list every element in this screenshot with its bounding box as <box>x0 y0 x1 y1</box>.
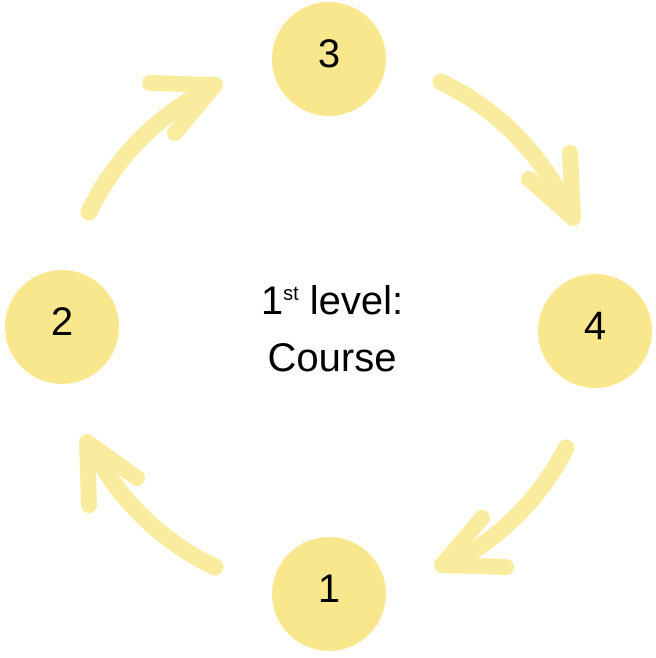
arrow-3-to-4 <box>432 73 581 226</box>
arrow-4-to-1 <box>434 439 575 575</box>
arrow-2-to-3-shaft <box>80 85 209 221</box>
arrow-1-to-2 <box>79 434 224 576</box>
caption-line-2: Course <box>267 336 397 380</box>
arrow-2-to-3 <box>80 75 223 221</box>
caption-ordinal-number: 1 <box>260 279 284 323</box>
node-2-label: 2 <box>50 300 74 344</box>
arrow-4-to-1-head-icon <box>434 510 514 575</box>
arrow-1-to-2-shaft <box>92 455 224 576</box>
arrow-4-to-1-shaft <box>449 439 575 569</box>
caption-line-1-rest: level: <box>298 279 404 323</box>
caption-ordinal-suffix: st <box>283 283 299 305</box>
node-3-circle <box>272 2 386 116</box>
arrow-3-to-4-head-icon <box>521 145 581 226</box>
arrow-2-to-3-head-icon <box>142 75 223 141</box>
node-4-circle <box>538 274 652 388</box>
caption-line-1: 1st level: <box>182 266 482 330</box>
arrow-3-to-4-shaft <box>432 73 572 209</box>
arrow-1-to-2-head-icon <box>79 434 145 513</box>
node-2-circle <box>5 270 119 384</box>
center-caption: 1st level: Course <box>182 266 482 387</box>
node-1-label: 1 <box>317 567 341 611</box>
node-4-label: 4 <box>583 304 607 348</box>
node-1-circle <box>272 537 386 651</box>
node-3-label: 3 <box>317 32 341 76</box>
